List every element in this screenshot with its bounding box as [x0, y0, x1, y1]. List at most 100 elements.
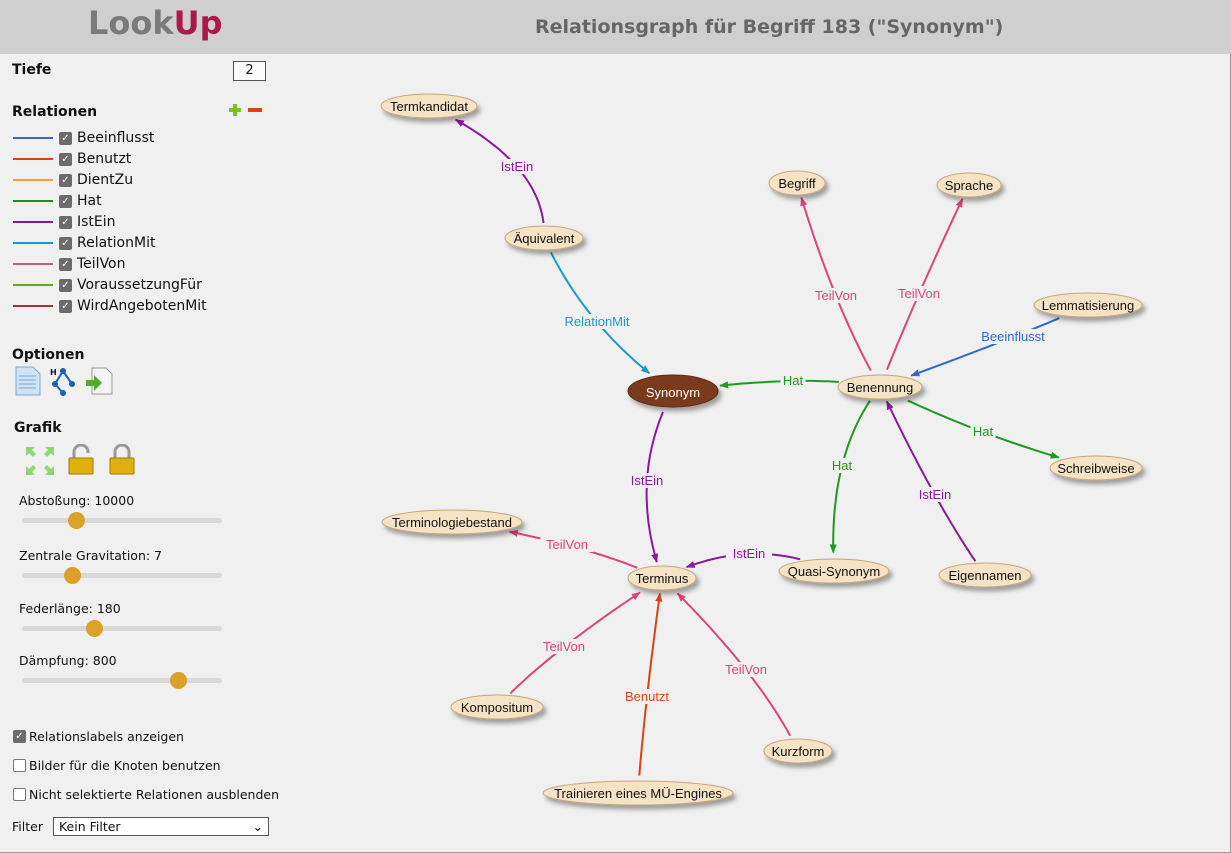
graph-node[interactable]: Kompositum: [450, 694, 544, 720]
node-label: Eigennamen: [949, 568, 1022, 583]
graph-node[interactable]: Quasi-Synonym: [778, 558, 890, 584]
edge-benutzt[interactable]: [638, 592, 663, 776]
fit-expand-icon[interactable]: [26, 447, 54, 475]
relation-label: Benutzt: [77, 151, 132, 167]
unlock-icon[interactable]: [67, 444, 95, 476]
slider-track[interactable]: [22, 567, 222, 584]
tiefe-input[interactable]: 2: [233, 61, 266, 81]
graph-node[interactable]: Kurzform: [763, 738, 833, 764]
edge-label-bg: [726, 546, 772, 561]
relation-item[interactable]: ✓ IstEin: [13, 212, 116, 232]
relation-checkbox[interactable]: ✓: [59, 257, 72, 271]
graph-node[interactable]: Trainieren eines MÜ-Engines: [542, 780, 734, 806]
edge-label: TeilVon: [725, 662, 767, 677]
relation-checkbox[interactable]: ✓: [59, 173, 72, 187]
node-label: Benennung: [847, 380, 914, 395]
graph-node[interactable]: Sprache: [936, 172, 1002, 198]
relation-label: VoraussetzungFür: [77, 277, 202, 293]
relation-item[interactable]: ✓ VoraussetzungFür: [13, 275, 202, 295]
node-label: Sprache: [945, 178, 993, 193]
slider-track[interactable]: [22, 620, 222, 637]
slider-label: Dämpfung: 800: [19, 653, 117, 668]
node-ellipse: [542, 780, 734, 806]
slider-thumb[interactable]: [86, 620, 103, 637]
relation-checkbox[interactable]: ✓: [59, 215, 72, 229]
option-label: Bilder für die Knoten benutzen: [29, 758, 221, 773]
export-icon[interactable]: [84, 366, 114, 396]
slider-thumb[interactable]: [64, 567, 81, 584]
option-checkbox-row[interactable]: ✓Relationslabels anzeigen: [13, 729, 184, 744]
relation-label: WirdAngebotenMit: [77, 298, 207, 314]
edge-teilvon[interactable]: [885, 198, 964, 371]
graph-node[interactable]: Lemmatisierung: [1033, 292, 1143, 318]
relation-color-line: [13, 242, 53, 244]
checkbox-unchecked[interactable]: [13, 788, 26, 801]
graph-node[interactable]: Termkandidat: [380, 93, 478, 119]
edge-label-bg: [624, 473, 670, 488]
lock-icon[interactable]: [108, 444, 136, 476]
node-label: Termkandidat: [390, 99, 468, 114]
relation-item[interactable]: ✓ Beeinflusst: [13, 128, 154, 148]
checkbox-unchecked[interactable]: [13, 759, 26, 772]
relation-item[interactable]: ✓TeilVon: [13, 254, 126, 274]
checkbox-checked[interactable]: ✓: [13, 730, 26, 743]
relation-checkbox[interactable]: ✓: [59, 194, 72, 208]
edge-hat[interactable]: [829, 400, 871, 554]
graph-node[interactable]: Eigennamen: [938, 562, 1032, 588]
node-ellipse: [1033, 292, 1143, 318]
relation-checkbox[interactable]: ✓: [59, 152, 72, 166]
relation-item[interactable]: ✓ Benutzt: [13, 149, 131, 169]
relation-checkbox[interactable]: ✓: [59, 278, 72, 292]
option-checkbox-row[interactable]: Nicht selektierte Relationen ausblenden: [13, 787, 279, 802]
relation-checkbox[interactable]: ✓: [59, 236, 72, 250]
slider-track[interactable]: [22, 512, 222, 529]
hierarchy-graph-icon[interactable]: H: [48, 366, 78, 396]
center-node[interactable]: Synonym: [627, 374, 719, 408]
graph-node[interactable]: Schreibweise: [1049, 455, 1143, 481]
document-icon[interactable]: [14, 366, 42, 396]
logo[interactable]: LookUp: [88, 4, 223, 42]
graph-node[interactable]: Terminus: [627, 565, 697, 591]
edge-teilvon[interactable]: [800, 196, 872, 372]
relation-item[interactable]: ✓DientZu: [13, 170, 133, 190]
edge-label: RelationMit: [564, 314, 629, 329]
option-checkbox-row[interactable]: Bilder für die Knoten benutzen: [13, 758, 221, 773]
relation-checkbox[interactable]: ✓: [59, 299, 72, 313]
filter-select[interactable]: Kein Filter⌄: [52, 817, 269, 836]
relationen-heading: Relationen: [12, 104, 98, 120]
relation-label: Hat: [77, 193, 102, 209]
relation-item[interactable]: ✓ Hat: [13, 191, 102, 211]
node-label: Begriff: [778, 176, 816, 191]
edge-label: TeilVon: [815, 288, 857, 303]
slider-thumb[interactable]: [170, 672, 187, 689]
edge-relationmit[interactable]: [550, 251, 651, 374]
add-relation-icon[interactable]: [228, 103, 242, 117]
edge-istein[interactable]: [885, 400, 977, 562]
edge-label: TeilVon: [898, 286, 940, 301]
relation-label: IstEin: [77, 214, 116, 230]
edge-label-bg: [780, 373, 806, 388]
relation-item[interactable]: ✓RelationMit: [13, 233, 155, 253]
slider-thumb[interactable]: [68, 512, 85, 529]
graph-node[interactable]: Benennung: [837, 374, 923, 400]
slider-track[interactable]: [22, 672, 222, 689]
graph-node[interactable]: Äquivalent: [504, 225, 584, 251]
graph-node[interactable]: Begriff: [768, 170, 826, 196]
tiefe-label: Tiefe: [12, 62, 52, 78]
edge-label: Benutzt: [625, 689, 669, 704]
relation-checkbox[interactable]: ✓: [59, 131, 72, 145]
grafik-heading: Grafik: [14, 420, 62, 436]
node-label: Äquivalent: [514, 231, 575, 246]
node-ellipse: [768, 170, 826, 196]
remove-relation-icon[interactable]: [248, 103, 262, 117]
relation-item[interactable]: ✓ WirdAngebotenMit: [13, 296, 207, 316]
edge-label-bg: [829, 458, 855, 473]
edge-beeinflusst[interactable]: [910, 317, 1060, 377]
slider-label: Federlänge: 180: [19, 601, 121, 616]
graph-node[interactable]: Terminologiebestand: [381, 509, 523, 535]
relation-label: Beeinflusst: [77, 130, 155, 146]
node-ellipse: [627, 565, 697, 591]
edge-hat[interactable]: [719, 379, 839, 389]
